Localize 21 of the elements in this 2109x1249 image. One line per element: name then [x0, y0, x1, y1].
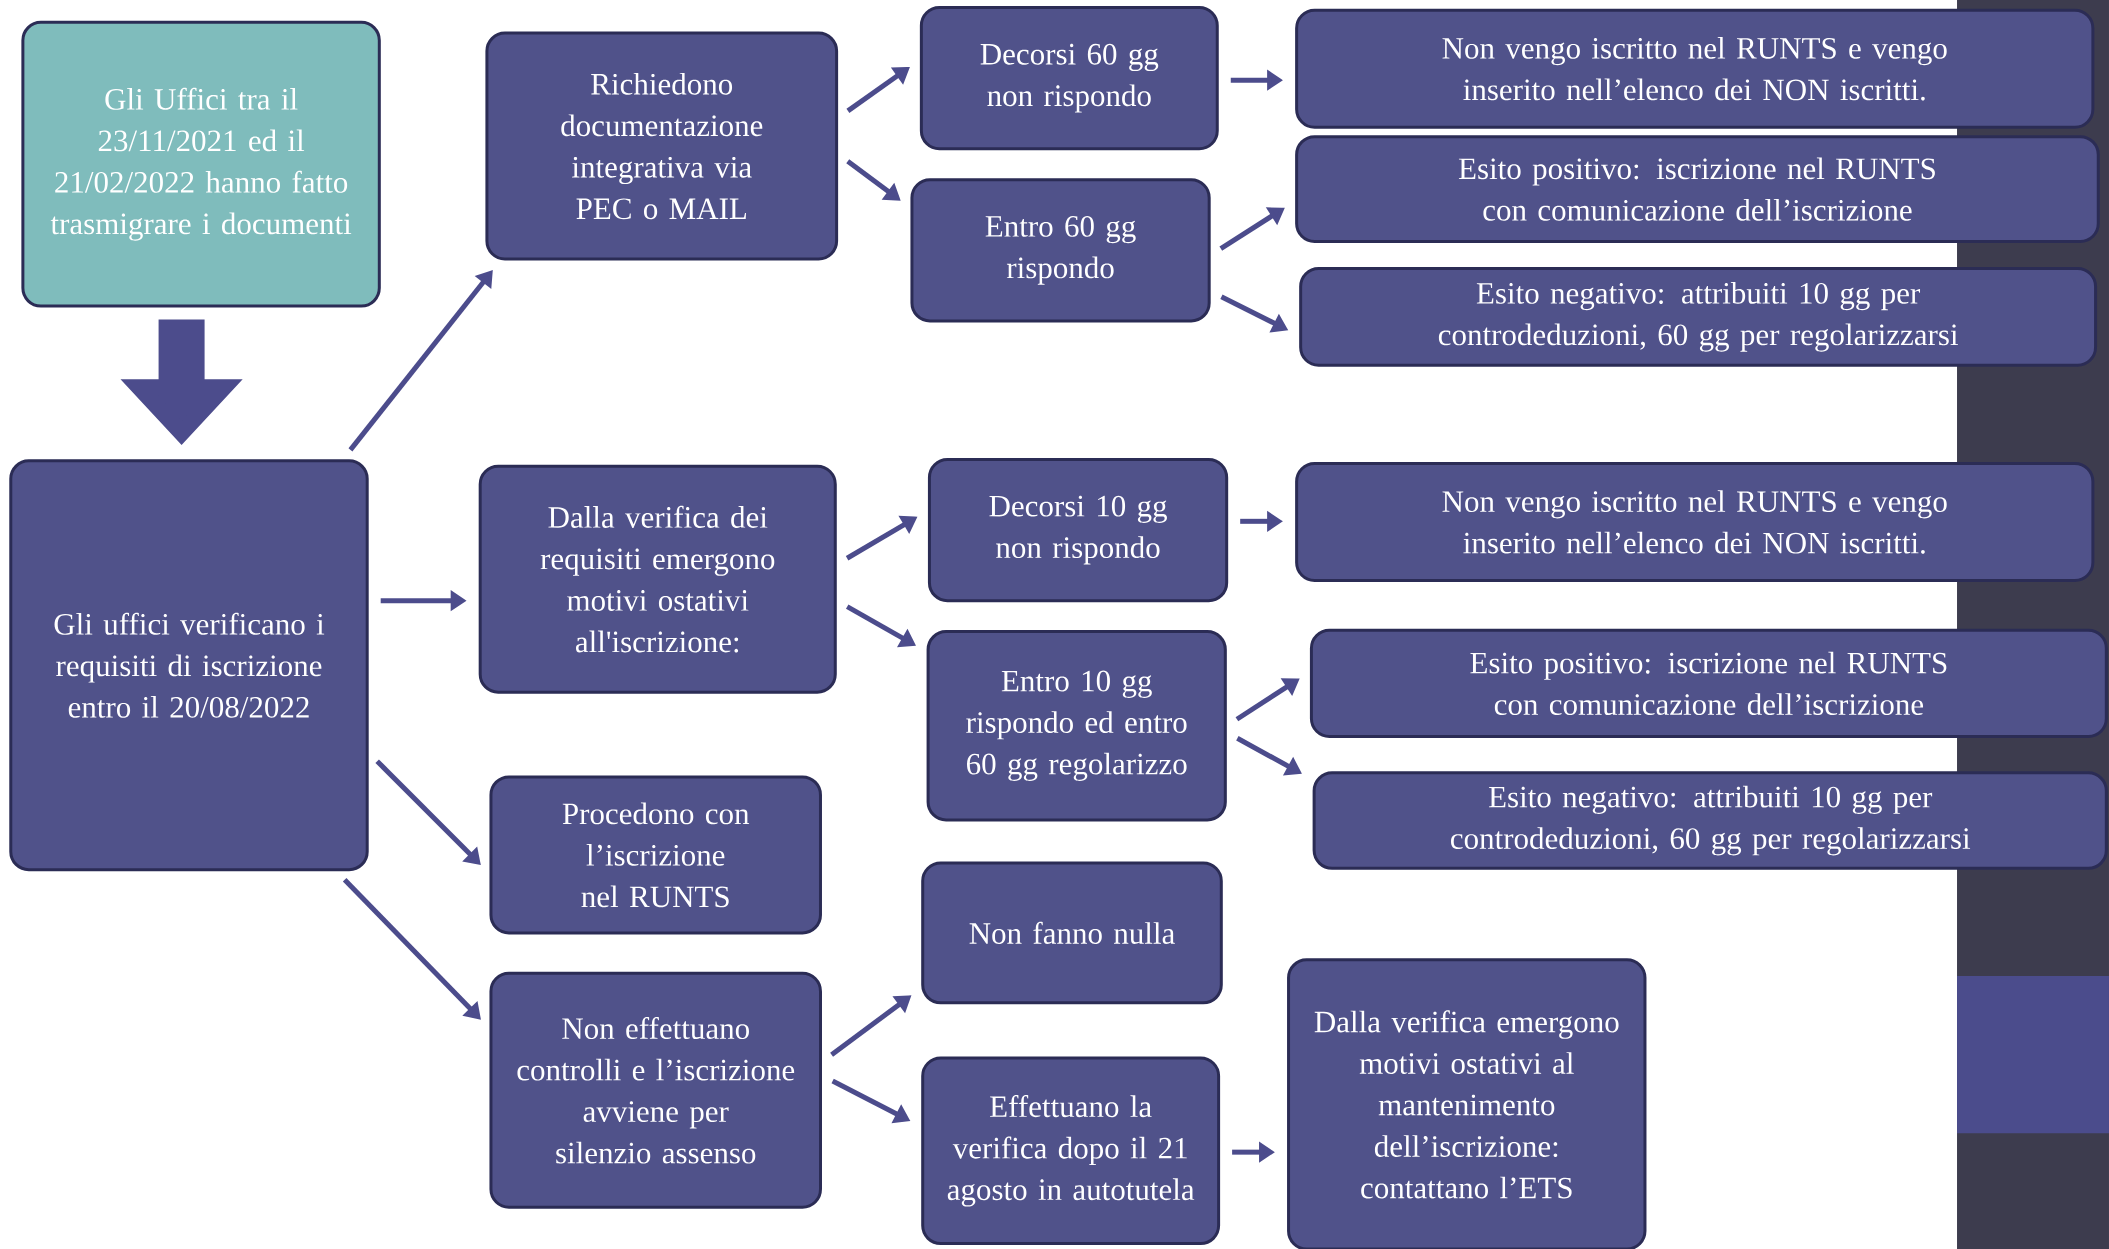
- process-box: Entro 10 gg rispondo ed entro 60 gg regolarizzo: [926, 630, 1227, 822]
- process-box: Procedono con l’iscrizione nel RUNTS: [489, 775, 822, 935]
- process-box: Non vengo iscritto nel RUNTS e vengo inserito nell’elenco dei NON iscritti.: [1295, 8, 2095, 129]
- arrow: [348, 270, 493, 452]
- process-box: Esito positivo: iscrizione nel RUNTS con comunicazione dell’iscrizione: [1309, 628, 2108, 739]
- process-box: Decorsi 10 gg non rispondo: [927, 457, 1229, 603]
- process-box: Esito positivo: iscrizione nel RUNTS con comunicazione dell’iscrizione: [1295, 135, 2100, 244]
- arrow: [342, 878, 481, 1020]
- process-box: Esito negativo: attribuiti 10 gg per controdeduzioni, 60 gg per regolarizzarsi: [1312, 771, 2108, 870]
- process-box: Entro 60 gg rispondo: [910, 178, 1211, 323]
- process-box: Decorsi 60 gg non rispondo: [919, 6, 1219, 151]
- process-box: Dalla verifica dei requisiti emergono motivi ostativi all'iscrizione:: [478, 464, 837, 694]
- process-box: Gli uffici verificano i requisiti di iscrizione entro il 20/08/2022: [9, 459, 369, 872]
- process-box: Esito negativo: attribuiti 10 gg per controdeduzioni, 60 gg per regolarizzarsi: [1299, 266, 2098, 367]
- process-box: Richiedono documentazione integrativa via PEC o MAIL: [485, 31, 839, 261]
- process-box: Dalla verifica emergono motivi ostativi al mantenimento dell’iscrizione: contattano l’ETS: [1287, 958, 1647, 1249]
- process-box: Effettuano la verifica dopo il 21 agosto in autotutela: [921, 1056, 1221, 1246]
- start-box: Gli Uffici tra il 23/11/2021 ed il 21/02/2022 hanno fatto trasmigrare i documenti: [21, 20, 381, 308]
- process-box: Non vengo iscritto nel RUNTS e vengo inserito nell’elenco dei NON iscritti.: [1295, 462, 2095, 582]
- process-box: Non effettuano controlli e l’iscrizione avviene per silenzio assenso: [489, 971, 822, 1209]
- process-box: Non fanno nulla: [921, 861, 1223, 1005]
